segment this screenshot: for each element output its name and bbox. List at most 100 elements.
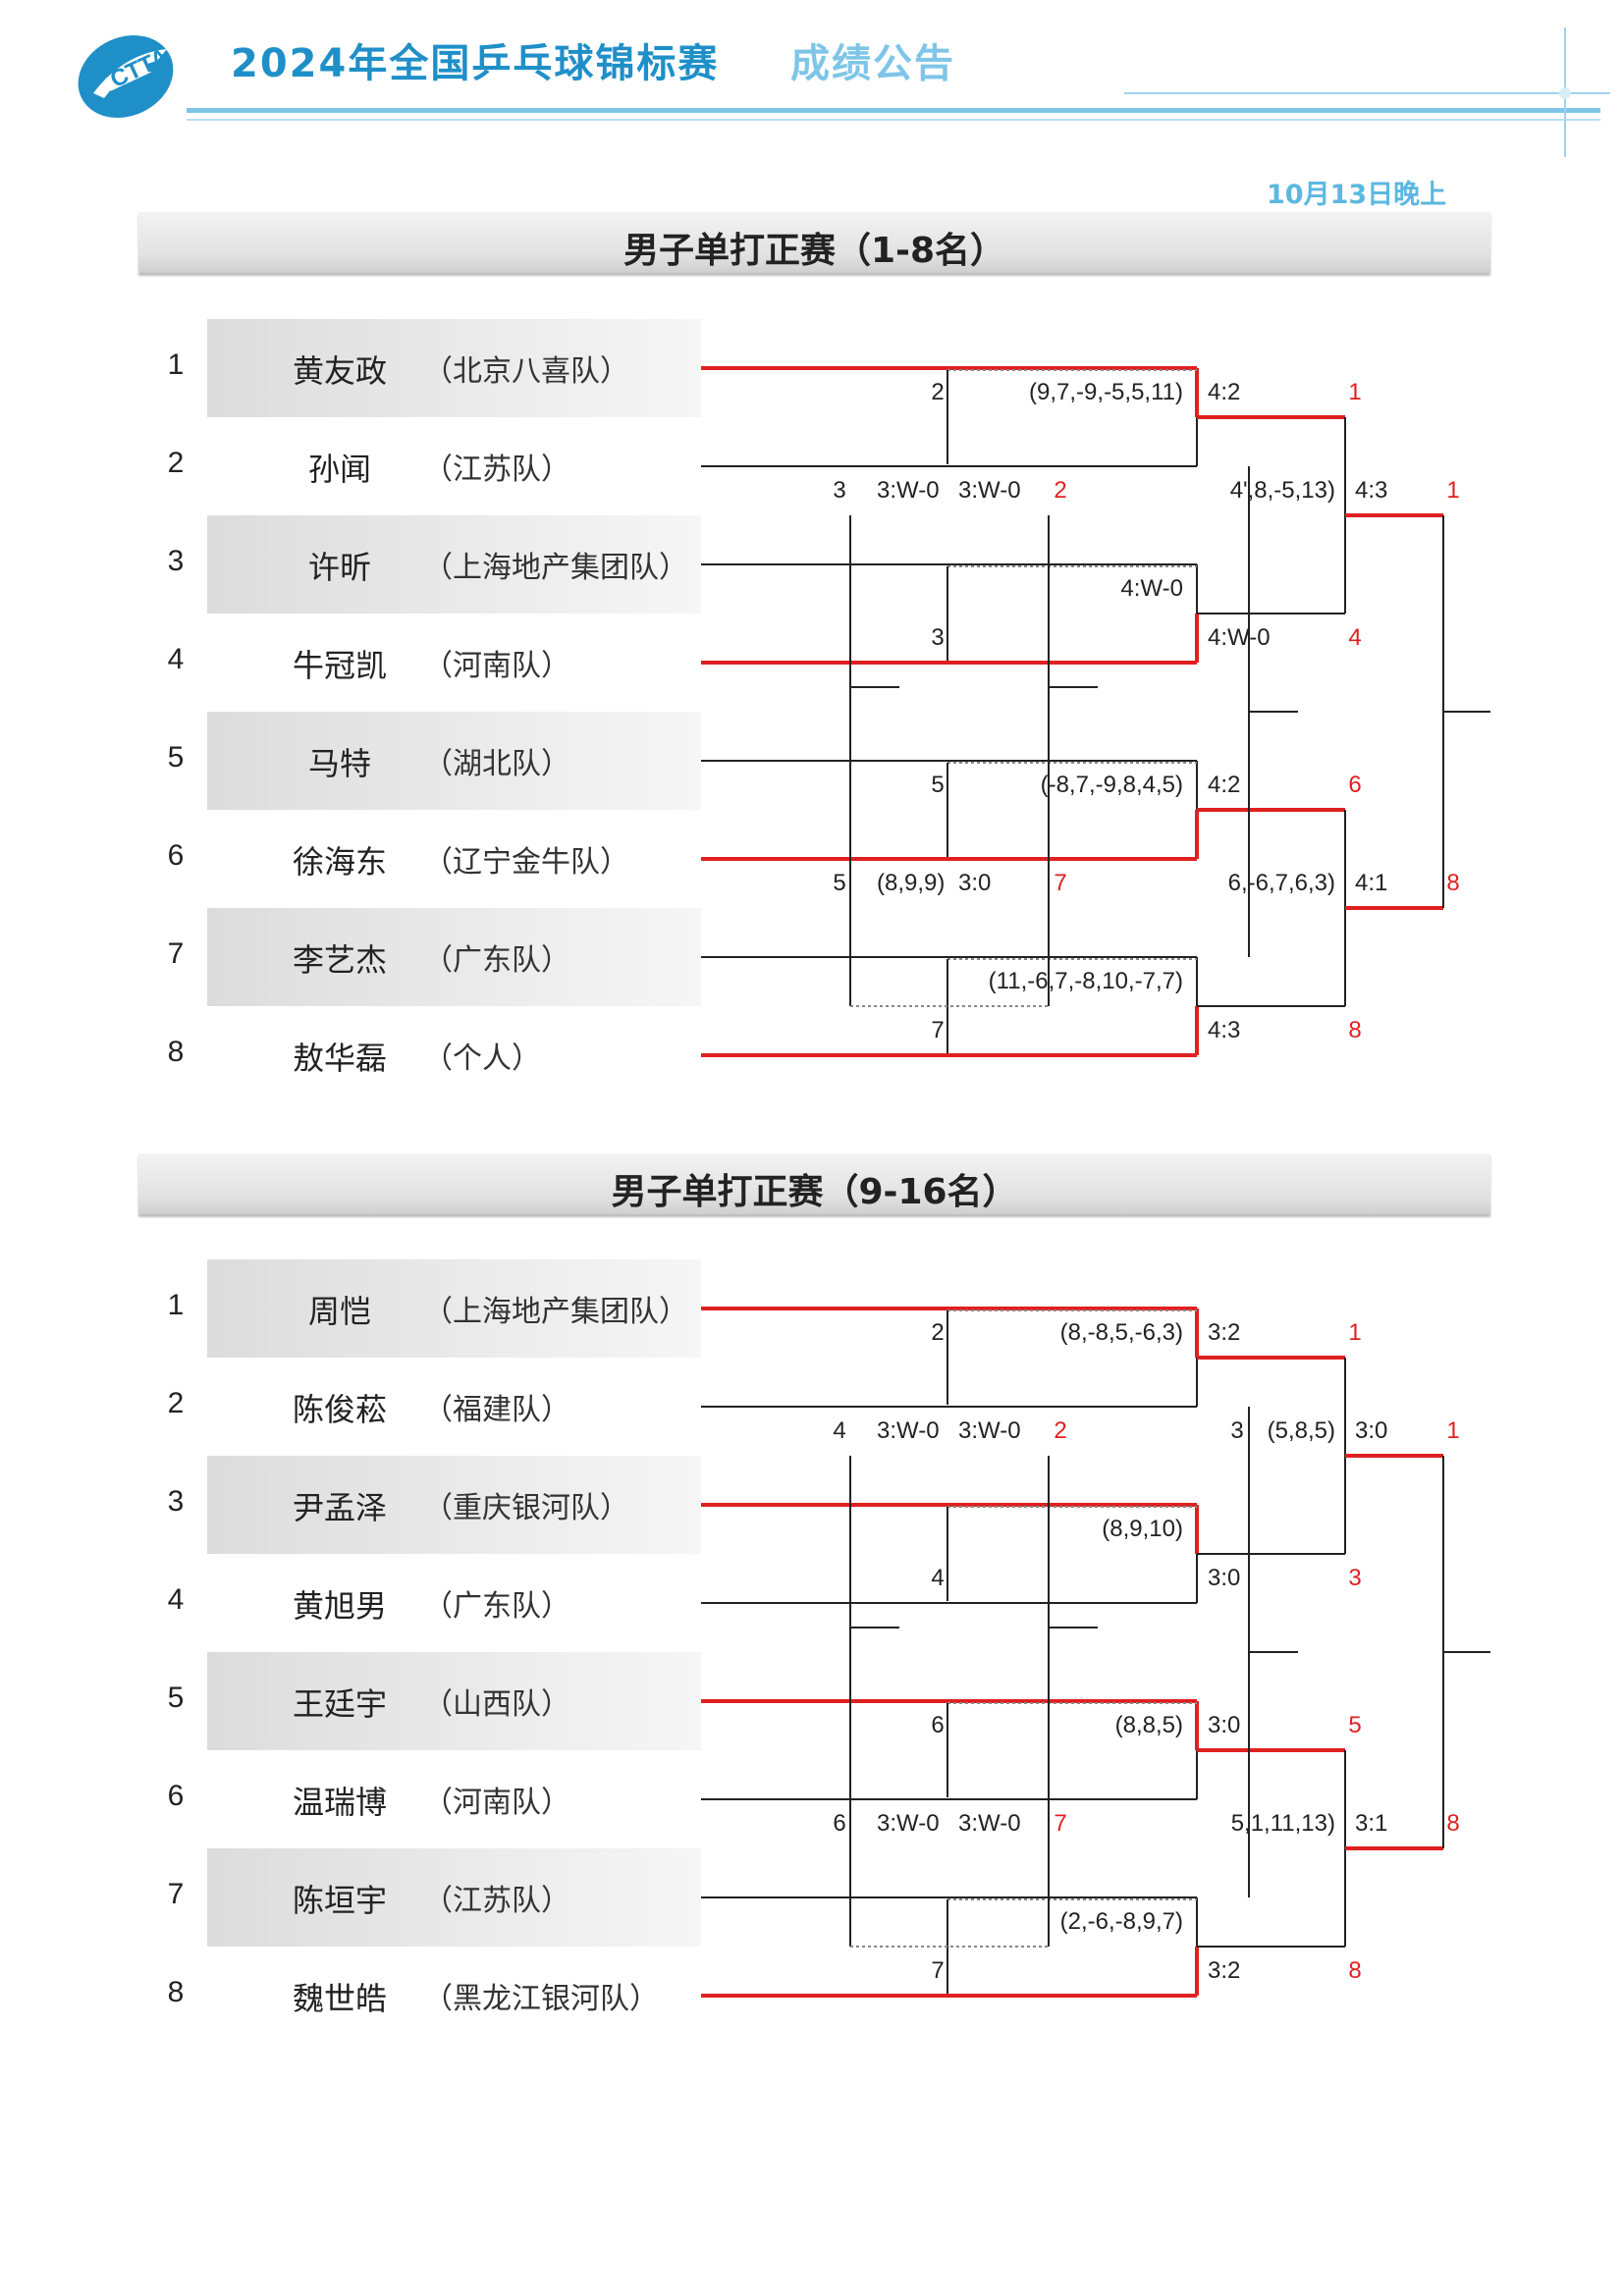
seed-number: 5	[167, 1682, 185, 1714]
winner-seed: 8	[1446, 870, 1459, 896]
consolation-score: 3:W-0	[958, 477, 1021, 504]
loser-seed: 7	[931, 1957, 944, 1984]
game-scores: (11,-6,7,-8,10,-7,7)	[989, 968, 1183, 994]
match-score: 4:3	[1355, 477, 1387, 504]
player-team: （江苏队）	[423, 1884, 570, 1918]
game-scores: (9,7,-9,-5,5,11)	[1029, 379, 1183, 405]
player-team: （江苏队）	[423, 453, 570, 487]
player-row: 王廷宇 （山西队）	[207, 1652, 701, 1750]
player-name: 黄旭男	[292, 1587, 387, 1625]
game-scores: (8,9,10)	[1102, 1516, 1183, 1542]
player-name: 陈垣宇	[292, 1882, 387, 1919]
seed-number: 3	[167, 1485, 185, 1518]
player-row: 黄旭男 （广东队）	[207, 1554, 701, 1652]
player-team: （广东队）	[423, 943, 570, 978]
seed-number: 6	[167, 1780, 185, 1812]
sf-seed: 3	[1230, 1417, 1243, 1444]
game-scores: 6,-6,7,6,3)	[1228, 870, 1335, 896]
game-scores: (5,8,5)	[1268, 1417, 1335, 1444]
consolation-score: 3:0	[958, 870, 991, 896]
winner-seed: 4	[1348, 624, 1361, 651]
header-graphics: CTTA	[78, 27, 1610, 157]
winner-seed: 8	[1348, 1957, 1361, 1984]
winner-seed: 1	[1446, 1417, 1459, 1444]
match-score: 4:2	[1208, 379, 1240, 405]
loser-seed: 4	[931, 1565, 944, 1591]
winner-seed: 6	[1348, 772, 1361, 798]
winner-seed: 5	[1348, 1712, 1361, 1738]
player-team: （上海地产集团队）	[423, 1295, 688, 1329]
match-score: 4:2	[1208, 772, 1240, 798]
header-rule-thin	[187, 119, 1600, 121]
player-name: 许昕	[307, 549, 371, 586]
player-name: 周恺	[307, 1293, 371, 1330]
seed-number: 5	[167, 741, 185, 774]
player-name: 王廷宇	[292, 1685, 387, 1723]
consolation-seed: 4	[833, 1417, 845, 1444]
consolation-score: 3:W-0	[877, 1810, 940, 1837]
seed-number: 3	[167, 545, 185, 577]
match-score: 4:3	[1208, 1017, 1240, 1043]
player-name: 敖华磊	[292, 1040, 387, 1077]
match-score: 3:2	[1208, 1957, 1240, 1984]
winner-seed: 1	[1348, 379, 1361, 405]
player-name: 黄友政	[292, 352, 387, 390]
seed-number: 7	[167, 1878, 185, 1910]
player-row: 孙闻 （江苏队）	[207, 417, 701, 515]
consolation-score: 3:W-0	[877, 477, 940, 504]
consolation-seed: 7	[1054, 1810, 1066, 1837]
player-name: 魏世皓	[292, 1980, 387, 2017]
loser-seed: 2	[931, 1319, 944, 1346]
winner-seed: 3	[1348, 1565, 1361, 1591]
player-team: （黑龙江银河队）	[423, 1982, 659, 2016]
winner-seed: 8	[1348, 1017, 1361, 1043]
player-name: 马特	[307, 745, 371, 782]
player-name: 徐海东	[292, 843, 387, 881]
consolation-seed: 2	[1054, 1417, 1066, 1444]
player-name: 牛冠凯	[292, 647, 387, 684]
player-row: 温瑞博 （河南队）	[207, 1750, 701, 1848]
player-row: 牛冠凯 （河南队）	[207, 614, 701, 712]
seed-number: 4	[167, 1583, 185, 1616]
consolation-score: 3:W-0	[958, 1810, 1021, 1837]
match-score: 3:2	[1208, 1319, 1240, 1346]
player-team: （河南队）	[423, 649, 570, 683]
player-name: 李艺杰	[292, 941, 387, 979]
player-team: （北京八喜队）	[423, 354, 629, 389]
winner-seed: 1	[1446, 477, 1459, 504]
player-name: 孙闻	[307, 451, 371, 488]
player-team: （山西队）	[423, 1687, 570, 1722]
match-score: 3:1	[1355, 1810, 1387, 1837]
player-row: 李艺杰 （广东队）	[207, 908, 701, 1006]
section-title-bar: 男子单打正赛（9-16名）	[138, 1153, 1490, 1214]
player-row: 陈俊菘（福建队）	[207, 1358, 701, 1456]
player-row: 敖华磊 （个人）	[207, 1006, 701, 1104]
match-score: 3:0	[1208, 1565, 1240, 1591]
seed-number: 2	[167, 1387, 185, 1419]
loser-seed: 6	[931, 1712, 944, 1738]
seed-number: 1	[167, 348, 185, 381]
section-title: 男子单打正赛（9-16名）	[611, 1172, 1018, 1212]
player-row: 周恺 （上海地产集团队）	[207, 1259, 701, 1358]
section-title: 男子单打正赛（1-8名）	[622, 231, 1006, 271]
player-name: 陈俊菘	[292, 1391, 387, 1428]
seed-number: 7	[167, 937, 185, 970]
player-name: 尹孟泽	[292, 1489, 387, 1526]
loser-seed: 2	[931, 379, 944, 405]
consolation-seed: 3	[833, 477, 845, 504]
game-scores: (8,8,5)	[1115, 1712, 1183, 1738]
match-score: 3:0	[1208, 1712, 1240, 1738]
seed-number: 4	[167, 643, 185, 675]
player-name: 温瑞博	[292, 1784, 387, 1821]
game-scores: 5,1,11,13)	[1231, 1810, 1335, 1837]
seed-number: 2	[167, 447, 185, 479]
player-team: （河南队）	[423, 1786, 570, 1820]
player-team: （个人）	[423, 1041, 541, 1076]
consolation-score: 3:W-0	[958, 1417, 1021, 1444]
player-team: （广东队）	[423, 1589, 570, 1624]
player-row: 黄友政 （北京八喜队）	[207, 319, 701, 417]
player-row: 许昕（上海地产集团队）	[207, 515, 701, 614]
player-row: 尹孟泽（重庆银河队）	[207, 1456, 701, 1554]
